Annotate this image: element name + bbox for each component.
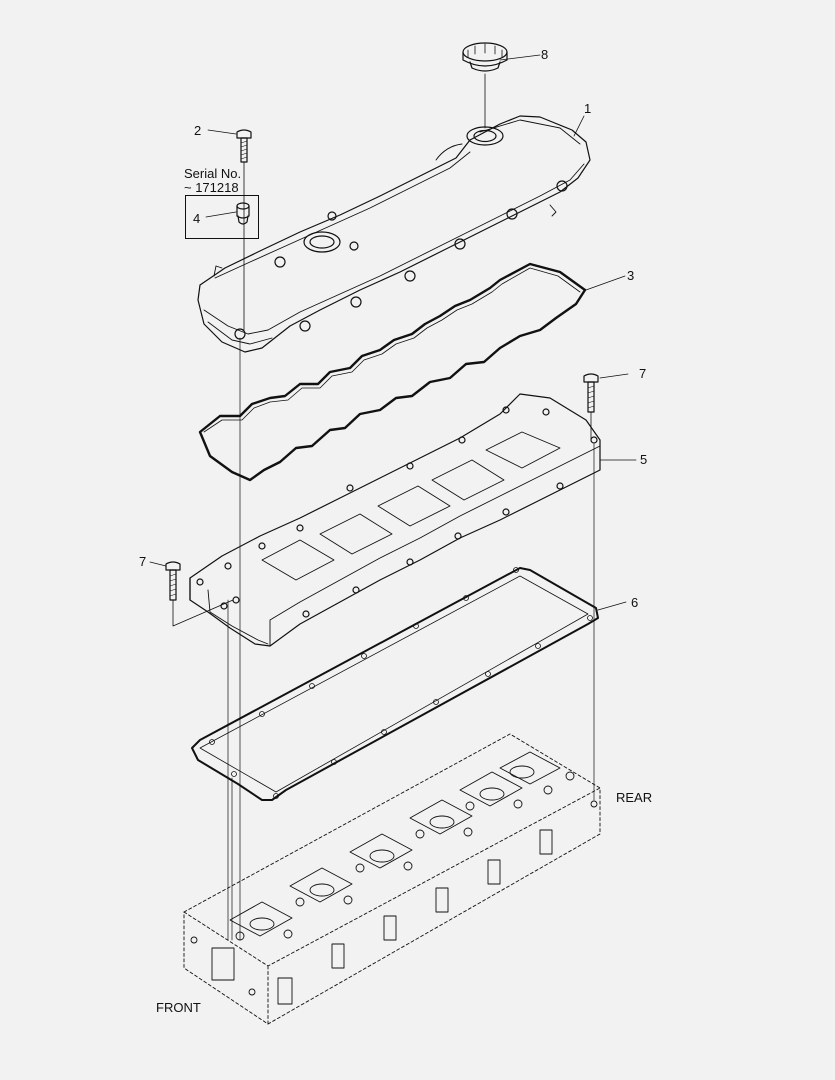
callout-4: 4 (193, 211, 201, 226)
callout-1: 1 (584, 101, 592, 116)
cover-frame (189, 393, 601, 647)
cylinder-head-details (190, 751, 598, 1005)
callout-6: 6 (631, 595, 639, 610)
callout-leaders (149, 54, 637, 611)
serial-note-line2: ~ 171218 (184, 180, 239, 195)
valve-cover (197, 115, 591, 353)
serial-note-box (185, 195, 259, 239)
callout-2: 2 (194, 123, 202, 138)
callout-7-front: 7 (139, 554, 147, 569)
serial-note-line1: Serial No. (184, 166, 242, 181)
front-bolt (165, 561, 234, 627)
callout-5: 5 (640, 452, 648, 467)
rear-bolt (583, 373, 599, 441)
oil-filler-cap (462, 42, 508, 129)
alignment-lines (227, 337, 595, 941)
front-label: FRONT (156, 1000, 201, 1015)
cover-bolt (236, 129, 252, 331)
rear-label: REAR (616, 790, 653, 805)
callout-8: 8 (541, 47, 549, 62)
cover-gasket (198, 262, 587, 482)
callout-3: 3 (627, 268, 635, 283)
cylinder-head (183, 733, 601, 1025)
lower-gasket (191, 567, 599, 801)
grommet (236, 202, 250, 225)
callout-7-rear: 7 (639, 366, 647, 381)
